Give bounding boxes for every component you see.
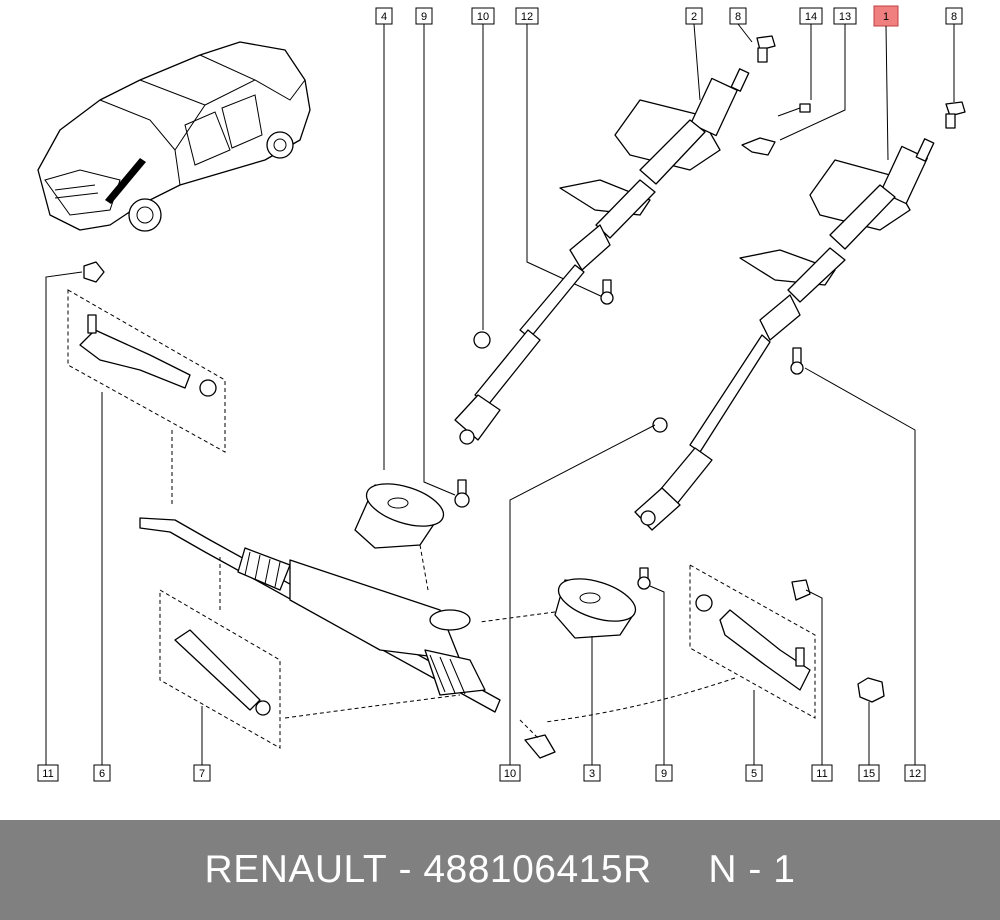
callout-label: 13 bbox=[839, 11, 851, 23]
ref-number: 1 bbox=[773, 848, 796, 891]
steering-rack bbox=[139, 517, 556, 759]
steering-column-assembly-1 bbox=[634, 101, 966, 590]
callout-bot-3: 3 bbox=[583, 636, 601, 782]
inner-tie-rod bbox=[159, 555, 461, 749]
callout-top-13: 13 bbox=[779, 7, 857, 141]
callout-label: 6 bbox=[99, 768, 105, 780]
dust-boot-4 bbox=[354, 483, 445, 591]
callout-label: 9 bbox=[661, 768, 667, 780]
spacer bbox=[652, 848, 709, 892]
car-illustration bbox=[37, 41, 311, 232]
callout-label: 11 bbox=[816, 768, 827, 780]
part-number: 488106415R bbox=[423, 848, 652, 891]
callout-bot-5: 5 bbox=[745, 690, 763, 782]
callout-bot-7: 7 bbox=[193, 706, 211, 782]
callout-bot-6: 6 bbox=[93, 392, 111, 782]
tie-rod-end-left bbox=[67, 261, 226, 505]
callout-top-14: 14 bbox=[799, 7, 823, 100]
callout-label: 10 bbox=[477, 11, 489, 23]
callout-bot-12: 12 bbox=[804, 367, 926, 782]
callout-top-8b: 8 bbox=[945, 7, 963, 102]
callout-label: 12 bbox=[909, 768, 921, 780]
callout-top-2: 2 bbox=[685, 7, 703, 101]
callout-bot-11b: 11 bbox=[805, 589, 833, 782]
callout-top-1-highlighted: 1 bbox=[873, 5, 899, 161]
callout-label: 8 bbox=[951, 11, 957, 23]
callout-top-9: 9 bbox=[415, 7, 456, 496]
callout-label: 7 bbox=[199, 768, 205, 780]
callout-top-4: 4 bbox=[375, 7, 393, 470]
callout-label: 9 bbox=[421, 11, 427, 23]
callout-bot-11a: 11 bbox=[37, 271, 83, 782]
callout-top-8a: 8 bbox=[729, 7, 753, 43]
dust-boot-3 bbox=[479, 578, 637, 639]
separator: - bbox=[387, 848, 424, 891]
callout-label: 12 bbox=[521, 11, 533, 23]
callout-bot-9: 9 bbox=[649, 585, 673, 782]
callout-bot-15: 15 bbox=[858, 702, 880, 782]
part-number-banner: RENAULT - 488106415R N - 1 bbox=[0, 820, 1000, 920]
callout-label: 10 bbox=[504, 768, 516, 780]
steering-column-upper bbox=[454, 35, 811, 508]
callout-label: 3 bbox=[589, 768, 595, 780]
tie-rod-end-right bbox=[544, 564, 816, 723]
callout-label: 15 bbox=[863, 768, 875, 780]
callout-label: 2 bbox=[691, 11, 697, 23]
callout-label: 1 bbox=[883, 11, 889, 23]
callout-top-12: 12 bbox=[515, 7, 606, 299]
callout-label: 4 bbox=[381, 11, 387, 23]
callout-bot-10: 10 bbox=[499, 424, 656, 782]
brand-name: RENAULT bbox=[204, 848, 388, 891]
callout-label: 14 bbox=[805, 11, 817, 23]
callout-label: 11 bbox=[42, 768, 53, 780]
separator: - bbox=[737, 848, 774, 891]
callout-label: 5 bbox=[751, 768, 757, 780]
steering-exploded-diagram: 4 9 10 12 2 8 14 13 1 bbox=[37, 5, 966, 782]
ref-label: N bbox=[708, 848, 738, 891]
callout-label: 8 bbox=[735, 11, 741, 23]
callout-top-10: 10 bbox=[471, 7, 495, 330]
nut-15 bbox=[857, 677, 885, 703]
